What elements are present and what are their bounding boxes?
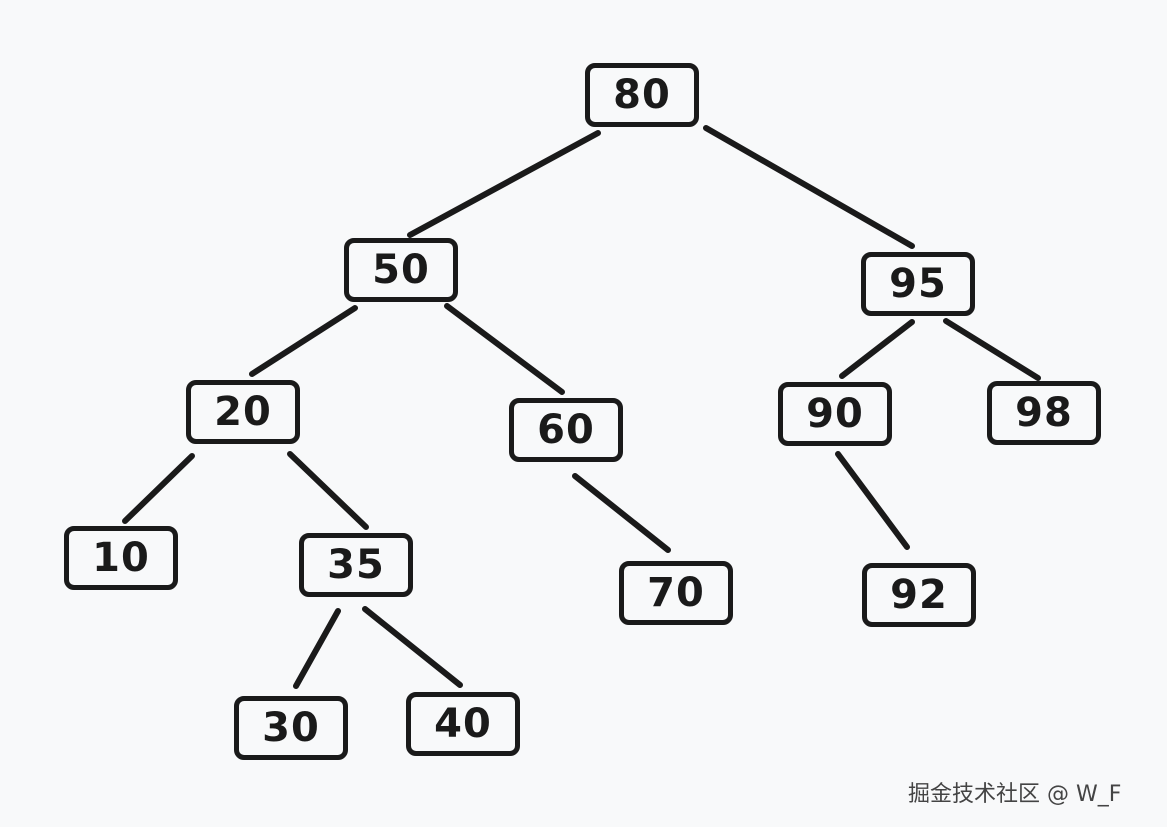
tree-node-80: 80 bbox=[585, 63, 699, 127]
tree-node-95: 95 bbox=[861, 252, 975, 316]
edge-95-98 bbox=[943, 318, 1041, 381]
edge-35-30 bbox=[293, 608, 341, 689]
edge-80-95 bbox=[703, 125, 915, 249]
edge-50-20 bbox=[249, 305, 358, 377]
edge-80-50 bbox=[407, 130, 601, 238]
edge-50-60 bbox=[444, 303, 565, 395]
edge-35-40 bbox=[362, 606, 463, 688]
tree-node-10: 10 bbox=[64, 526, 178, 590]
edge-60-70 bbox=[572, 473, 671, 553]
tree-node-90: 90 bbox=[778, 382, 892, 446]
tree-node-30: 30 bbox=[234, 696, 348, 760]
tree-node-60: 60 bbox=[509, 398, 623, 462]
watermark-text: 掘金技术社区 @ W_F bbox=[908, 782, 1122, 807]
tree-node-50: 50 bbox=[344, 238, 458, 302]
edge-95-90 bbox=[839, 319, 915, 379]
tree-node-70: 70 bbox=[619, 561, 733, 625]
tree-node-40: 40 bbox=[406, 692, 520, 756]
tree-node-92: 92 bbox=[862, 563, 976, 627]
edge-20-35 bbox=[287, 451, 369, 530]
edge-90-92 bbox=[835, 451, 910, 550]
tree-node-35: 35 bbox=[299, 533, 413, 597]
edge-20-10 bbox=[122, 453, 195, 524]
tree-node-98: 98 bbox=[987, 381, 1101, 445]
tree-node-20: 20 bbox=[186, 380, 300, 444]
